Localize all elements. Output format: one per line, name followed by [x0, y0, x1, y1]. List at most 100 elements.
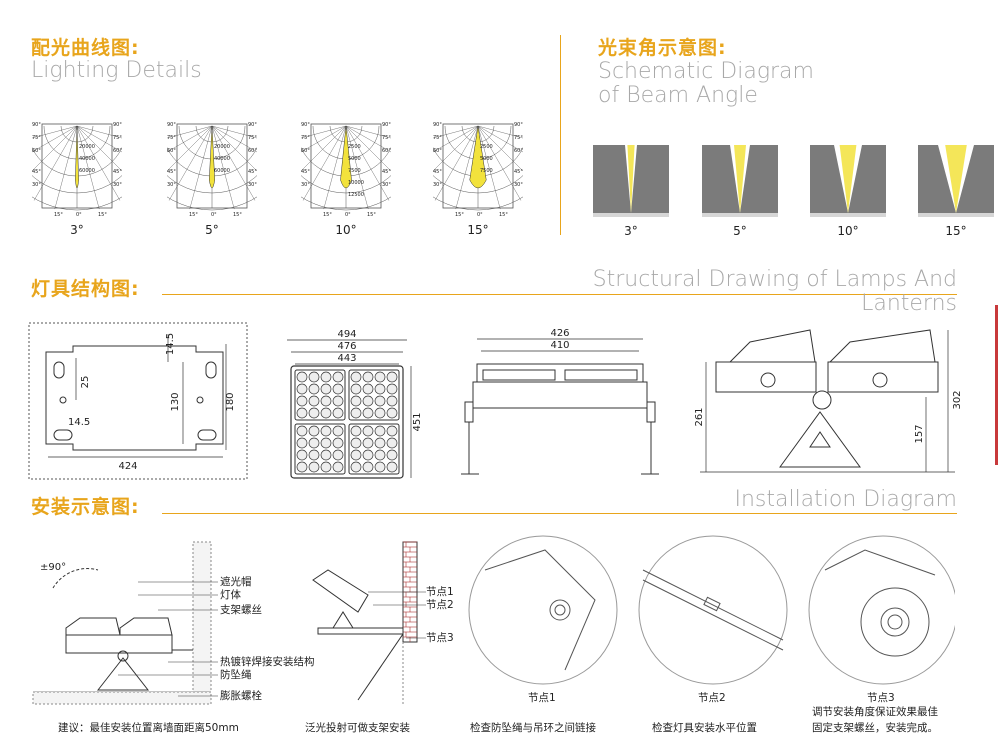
dim-front-451: 451 [412, 412, 423, 431]
beam-title-cn: 光束角示意图: [598, 37, 727, 59]
label-node2: 节点2 [426, 599, 454, 611]
beam-diagram-1 [593, 145, 669, 217]
dim-front-494: 494 [337, 329, 356, 340]
label-expansion-bolt: 膨胀螺栓 [220, 689, 262, 702]
polar-axis-bottom: 15° [233, 212, 242, 218]
dim-side-261: 261 [694, 407, 705, 426]
polar-ring-label: 10000 [348, 180, 364, 186]
structure-title-cn: 灯具结构图: [31, 278, 140, 300]
polar-axis-bottom: 0° [345, 212, 351, 218]
polar-axis-left: 30° [301, 182, 310, 188]
polar-ring-label: 20000 [79, 144, 95, 150]
label-galvanized-structure: 热镀锌焊接安装结构 [220, 655, 315, 668]
dim-bracket-145b: 14.5 [68, 417, 90, 428]
detail-node3: 节点3 [867, 692, 895, 704]
dim-side-157: 157 [914, 424, 925, 443]
polar-angle-label: 10° [335, 223, 357, 237]
polar-axis-right: 75° [382, 135, 391, 141]
polar-axis-right: 60° [248, 148, 257, 154]
front-view-drawing: 494 476 443 451 [287, 329, 423, 479]
polar-ring-label: 2500 [480, 144, 493, 150]
dim-bracket-180: 180 [225, 392, 236, 411]
install-rule [162, 513, 957, 514]
install-caption-1: 建议：最佳安装位置离墙面距离50mm [58, 722, 239, 734]
beam-angle-label: 15° [945, 224, 967, 238]
polar-ring-label: 5000 [348, 156, 361, 162]
install-title-en: Installation Diagram [734, 487, 957, 512]
polar-angle-label: 5° [205, 223, 219, 237]
polar-axis-left: 45° [167, 169, 176, 175]
polar-chart-2: 20000400006000090°75°60°45°30°90°75°60°4… [167, 122, 257, 218]
structure-rule [162, 294, 957, 295]
label-bracket-screw: 支架螺丝 [220, 604, 262, 616]
structure-title-en: Structural Drawing of Lamps And Lanterns [592, 267, 957, 316]
dim-top-410: 410 [550, 340, 569, 351]
polar-ring-label: 40000 [79, 156, 95, 162]
polar-ring-label: 2500 [348, 144, 361, 150]
beam-angle-label: 5° [733, 224, 747, 238]
polar-axis-left: 30° [32, 182, 41, 188]
polar-ring-label: 40000 [214, 156, 230, 162]
polar-axis-left: 45° [301, 169, 310, 175]
polar-axis-bottom: 15° [189, 212, 198, 218]
dim-bracket-25: 25 [80, 376, 91, 389]
polar-ring-label: 60000 [214, 168, 230, 174]
polar-axis-bottom: 0° [211, 212, 217, 218]
polar-axis-right: 75° [514, 135, 523, 141]
polar-axis-left: 75° [167, 135, 176, 141]
polar-axis-right: 30° [382, 182, 391, 188]
polar-axis-right: 60° [382, 148, 391, 154]
beam-title-en-1: Schematic Diagram [598, 59, 814, 84]
lighting-title-cn: 配光曲线图: [31, 37, 140, 59]
label-safety-rope: 防坠绳 [220, 668, 252, 681]
detail-circles [468, 535, 955, 685]
led-array [294, 369, 400, 475]
dim-front-476: 476 [337, 341, 356, 352]
polar-axis-left: 90° [433, 122, 442, 128]
dim-bracket-145a: 14.5 [165, 333, 176, 355]
polar-axis-right: 30° [514, 182, 523, 188]
polar-ring-label: 12500 [348, 192, 364, 198]
polar-chart-4: 25005000750090°75°60°45°30°90°75°60°45°3… [433, 122, 523, 218]
detail-caption-1: 检查防坠绳与吊环之间链接 [470, 722, 596, 734]
beam-diagram-3 [810, 145, 886, 217]
polar-axis-left: 45° [32, 169, 41, 175]
dim-bracket-424: 424 [118, 461, 137, 472]
detail-caption-3a: 调节安装角度保证效果最佳 [812, 706, 938, 718]
polar-axis-left: 90° [167, 122, 176, 128]
polar-axis-left: 60° [167, 148, 176, 154]
beam-curve [469, 125, 487, 189]
polar-axis-right: 45° [514, 169, 523, 175]
dim-front-443: 443 [337, 353, 356, 364]
polar-axis-left: 75° [433, 135, 442, 141]
polar-axis-right: 30° [248, 182, 257, 188]
beam-diagram-2 [702, 145, 778, 217]
rotate-label: ±90° [40, 562, 66, 573]
polar-ring-label: 7500 [480, 168, 493, 174]
beam-title-en-2: of Beam Angle [598, 83, 758, 108]
beam-curve [208, 125, 216, 189]
polar-axis-left: 60° [301, 148, 310, 154]
polar-axis-left: 60° [433, 148, 442, 154]
polar-axis-right: 90° [248, 122, 257, 128]
detail-caption-3b: 固定支架螺丝，安装完成。 [812, 722, 938, 734]
polar-ring-label: 5000 [480, 156, 493, 162]
beam-angle-label: 3° [624, 224, 638, 238]
beam-angle-label: 10° [837, 224, 859, 238]
install-caption-2: 泛光投射可做支架安装 [305, 722, 410, 734]
polar-axis-left: 90° [32, 122, 41, 128]
polar-axis-bottom: 15° [455, 212, 464, 218]
side-view-drawing: 261 157 302 [694, 329, 963, 473]
polar-axis-right: 90° [514, 122, 523, 128]
polar-ring-label: 20000 [214, 144, 230, 150]
polar-angle-label: 15° [467, 223, 489, 237]
polar-axis-left: 90° [301, 122, 310, 128]
polar-axis-right: 90° [113, 122, 122, 128]
detail-node2: 节点2 [698, 692, 726, 704]
polar-axis-bottom: 15° [367, 212, 376, 218]
detail-node1: 节点1 [528, 692, 556, 704]
side-mark [995, 305, 998, 465]
polar-axis-right: 90° [382, 122, 391, 128]
polar-axis-bottom: 0° [76, 212, 82, 218]
polar-axis-left: 75° [32, 135, 41, 141]
